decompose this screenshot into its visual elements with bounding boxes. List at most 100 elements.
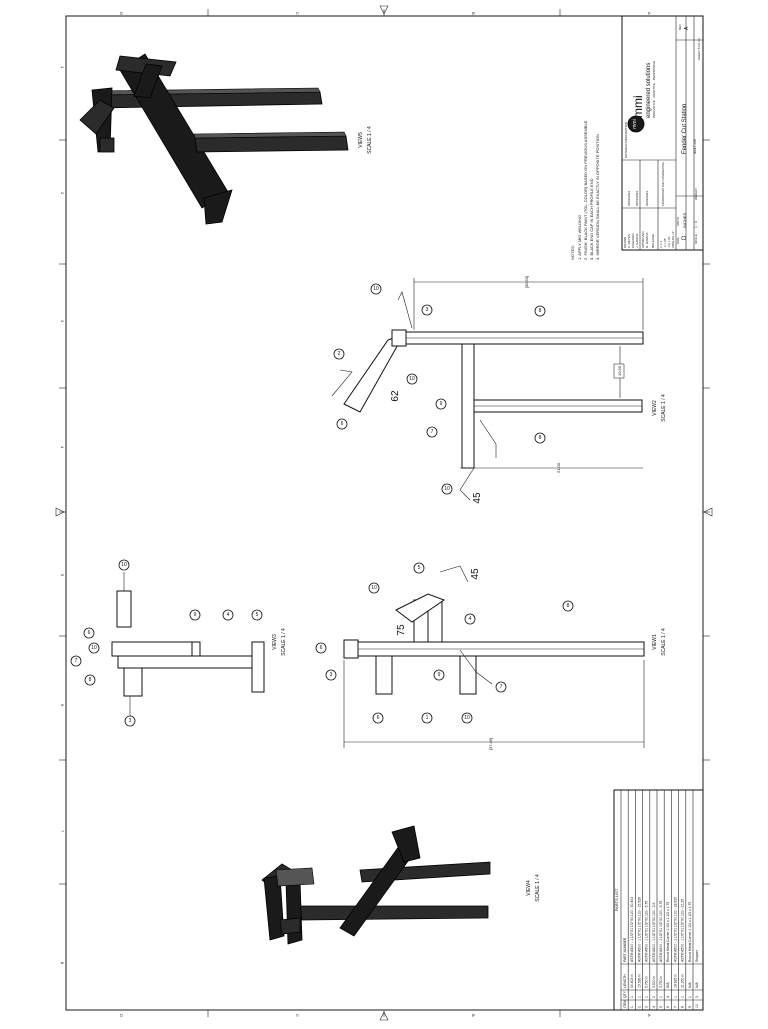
balloon: 3	[421, 304, 433, 316]
parts-list-cell: 30.403 in	[630, 974, 634, 988]
balloon: 5	[251, 609, 263, 621]
svg-text:10: 10	[371, 585, 377, 591]
zone-number: 5	[60, 574, 65, 577]
balloon: 10	[368, 582, 380, 594]
scale-value: 1 : 4	[694, 221, 698, 228]
svg-text:3: 3	[426, 307, 429, 313]
balloon: 10	[370, 283, 382, 295]
drawn-label: DRAWN	[623, 237, 627, 248]
notes-title: NOTES:	[570, 245, 575, 260]
svg-text:8: 8	[539, 308, 542, 314]
view4-isometric	[261, 825, 491, 945]
svg-text:8: 8	[539, 435, 542, 441]
view3-scale: SCALE 1 / 4	[281, 628, 287, 656]
parts-list-cell: 4	[666, 996, 670, 998]
zone-letter: B	[471, 1014, 476, 1017]
view2-angle-2: 45	[472, 492, 483, 504]
checked-date: 20/02/2023	[635, 191, 639, 206]
svg-text:6: 6	[377, 715, 380, 721]
view2-angle-1: 62	[390, 390, 401, 402]
parts-list-cell: ASTM A500 - 1 1/2"X1 1/2"X0.120 - 5.75	[659, 901, 663, 962]
balloon: 10	[88, 642, 100, 654]
zone-number: 1	[60, 66, 65, 69]
parts-list-cell: 2	[652, 996, 656, 998]
balloon: 8	[562, 600, 574, 612]
parts-list-cell: ASTM A500 - 1 1/2"X1 1/2"X0.120 - 21.25	[681, 899, 685, 962]
view2-label: VIEW2	[652, 400, 658, 416]
proprietary-note: PROPRIETARY AND CONFIDENTIAL	[661, 161, 665, 206]
zone-letter: A	[647, 12, 652, 15]
parts-list-cell: 9	[688, 1006, 692, 1008]
balloon: 7	[70, 655, 82, 667]
parts-list-cell: 18.625 in	[673, 974, 677, 988]
svg-text:10: 10	[373, 286, 379, 292]
checked-by: J. GARCIA	[635, 233, 639, 248]
svg-text:7: 7	[431, 429, 434, 435]
sheet-border-outer	[65, 15, 704, 1011]
view4-label: VIEW4	[526, 880, 532, 896]
balloon: 3	[325, 669, 337, 681]
balloon: 2	[333, 348, 345, 360]
view1-label: VIEW1	[652, 634, 658, 650]
svg-text:5: 5	[418, 565, 421, 571]
balloon: 6	[315, 642, 327, 654]
parts-list-cell: Stopper	[695, 949, 699, 962]
balloon: 10	[461, 712, 473, 724]
view5-scale: SCALE 1 / 4	[367, 126, 373, 154]
title-block: mmi mmi engineered solutions INNOVATIVE …	[621, 15, 704, 251]
parts-list-cell: N/A	[666, 982, 670, 988]
view3-balloons: 10 9 4 6 10 5 7 8 3	[70, 559, 263, 727]
balloon: 10	[441, 483, 453, 495]
svg-text:1: 1	[426, 715, 429, 721]
balloon: 7	[495, 681, 507, 693]
svg-text:10: 10	[409, 376, 415, 382]
balloon: 7	[426, 426, 438, 438]
view1-angle-1: 45	[470, 568, 481, 580]
svg-text:10: 10	[464, 715, 470, 721]
view1-caption: VIEW1 SCALE 1 / 4	[652, 628, 667, 656]
parts-list-cell: 5	[659, 1006, 663, 1008]
svg-text:3: 3	[330, 672, 333, 678]
parts-list-cell: N/A	[695, 982, 699, 988]
balloon: 4	[222, 609, 234, 621]
svg-text:10: 10	[121, 562, 127, 568]
company-logo	[627, 115, 645, 133]
note-line: 2. FINISH: BLACK PAINT (TOL. COLOR) BASE…	[583, 120, 588, 260]
zone-letter: B	[471, 12, 476, 15]
units-value: INCHES	[682, 213, 687, 228]
balloon: 8	[534, 432, 546, 444]
view2-dim-side: 21.00	[556, 462, 561, 473]
view1-balloons: 8 5 4 10 6 3 6 1 9 10 7	[315, 562, 574, 724]
notes-block: NOTES: 1. APPLY MIG WELDING 2. FINISH: B…	[570, 120, 600, 260]
parts-list-cell: 1	[630, 1006, 634, 1008]
view1-angle-2: 75	[396, 624, 407, 636]
parts-list-cell: ASTM A500 - 1 1/2"X1 1/2"X0.120 - 18.625	[673, 897, 677, 962]
tolerance: .X ±.05	[663, 238, 667, 248]
drawn-date: 20/02/2023	[627, 191, 631, 206]
zone-letter: D	[119, 1014, 124, 1017]
zone-number: 8	[60, 962, 65, 965]
svg-text:8: 8	[567, 603, 570, 609]
balloon: 9	[435, 398, 447, 410]
size-label: SIZE	[676, 237, 680, 244]
balloon: 10	[118, 559, 130, 571]
svg-text:9: 9	[194, 612, 197, 618]
parts-list-cell: ASTM A500 - 1 1/2"X1 1/2"X0.120 - 5.75	[645, 901, 649, 962]
view2-drawing: [30.50] 21.00 10.50 62 45	[331, 276, 644, 504]
parts-list-title: PARTS LIST	[614, 888, 619, 911]
view3-caption: VIEW3 SCALE 1 / 4	[272, 628, 287, 656]
parts-list-cell: 10	[695, 1004, 699, 1008]
balloon: 8	[534, 305, 546, 317]
parts-list-cell: 1	[637, 996, 641, 998]
view1-drawing: [37.46] 45 75	[343, 565, 645, 750]
drawing-title: Fender Cut Station	[682, 104, 688, 154]
approved-label: APPROVED	[641, 230, 645, 248]
view2-caption: VIEW2 SCALE 1 / 4	[652, 394, 667, 422]
parts-list-cell: 15.526 in	[637, 974, 641, 988]
parts-list-cell: 1	[659, 996, 663, 998]
zone-number: 3	[60, 320, 65, 323]
zone-number: 6	[60, 704, 65, 707]
parts-list-cell: 3	[695, 996, 699, 998]
zone-letter: C	[295, 12, 300, 15]
